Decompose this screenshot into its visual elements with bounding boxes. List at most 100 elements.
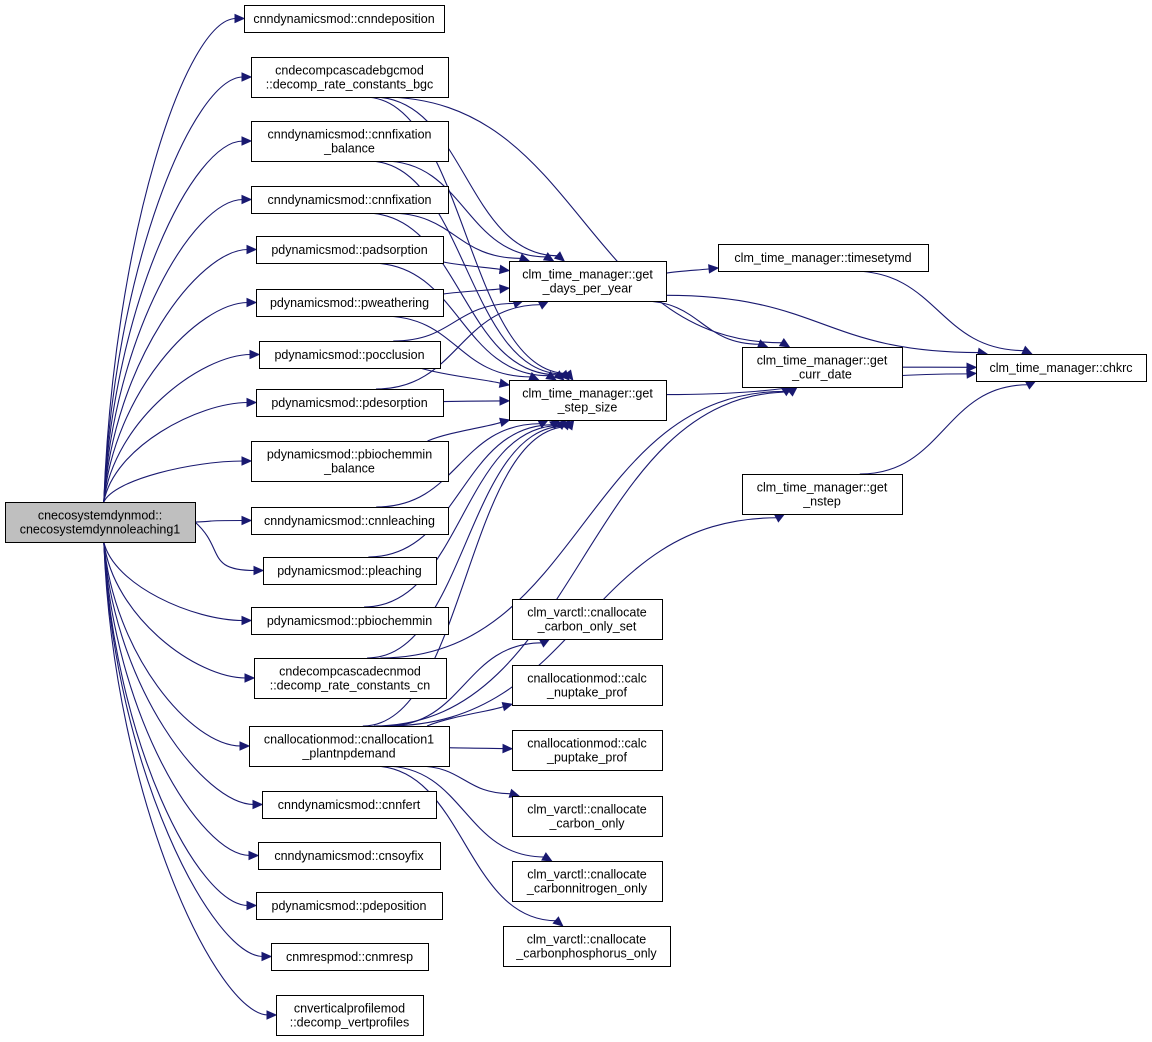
arrowhead-pbiochem_bal-to-step_size (499, 417, 511, 427)
node-box (251, 607, 449, 635)
node-box (251, 121, 449, 162)
node-step-size[interactable]: clm_time_manager::get_step_size (509, 380, 667, 421)
node-timesetymd[interactable]: clm_time_manager::timesetymd (718, 244, 929, 272)
node-cnmresp[interactable]: cnmrespmod::cnmresp (271, 943, 429, 971)
arrowhead-pweathering-to-days_per_year (499, 284, 511, 294)
node-pdeposition[interactable]: pdynamicsmod::pdeposition (256, 892, 443, 920)
edge-root-to-pocclusion (103, 353, 252, 503)
arrowhead-root-to-pdeposition (246, 900, 258, 911)
node-box (512, 730, 663, 771)
node-cnnfert[interactable]: cnndynamicsmod::cnnfert (262, 791, 437, 819)
node-cnnfix[interactable]: cnndynamicsmod::cnnfixation (251, 186, 449, 214)
edge-root-to-pbiochem_bal (103, 460, 244, 503)
node-cnalloc1[interactable]: cnallocationmod::cnallocation1_plantnpde… (249, 726, 450, 767)
edge-padsorption-to-step_size (370, 262, 550, 377)
node-label: cnecosystemdynnoleaching1 (20, 522, 181, 536)
node-label: cnallocationmod::calc (527, 671, 647, 685)
arrowhead-root-to-pbiochemmin (241, 615, 253, 626)
node-puptake[interactable]: cnallocationmod::calc_puptake_prof (512, 730, 663, 771)
edge-cnnfix-to-days_per_year (388, 212, 522, 259)
node-nuptake[interactable]: cnallocationmod::calc_nuptake_prof (512, 665, 663, 706)
edge-timesetymd-to-chkrc (852, 270, 1025, 352)
arrowhead-root-to-pbiochem_bal (241, 456, 253, 466)
edge-cnnfix-to-step_size (365, 212, 558, 376)
edge-days_per_year-to-timesetymd (665, 268, 711, 274)
node-box (976, 354, 1147, 382)
edge-nstep-to-chkrc (859, 384, 1029, 475)
node-box (718, 244, 929, 272)
arrowhead-cnalloc1-to-nstep (773, 513, 786, 523)
arrowhead-root-to-cnnfix (241, 194, 253, 205)
node-label: pdynamicsmod::pweathering (270, 296, 429, 310)
node-box (244, 5, 445, 33)
node-box (254, 658, 447, 699)
edge-root-to-padsorption (103, 248, 249, 503)
node-label: clm_time_manager::get (522, 267, 653, 281)
arrowhead-cnnfix_bal-to-step_size (559, 369, 570, 381)
node-box (251, 507, 449, 535)
edge-root-to-pdeposition (103, 541, 249, 907)
node-label: ::decomp_rate_constants_cn (270, 678, 431, 692)
node-pbiochem-bal[interactable]: pdynamicsmod::pbiochemmin_balance (251, 441, 449, 482)
node-decomp-bgc[interactable]: cndecompcascadebgcmod::decomp_rate_const… (251, 57, 449, 98)
edge-days_per_year-to-curr_date (642, 300, 760, 345)
edge-root-to-pdesorption (103, 401, 249, 503)
node-label: clm_varctl::cnallocate (527, 802, 647, 816)
arrowhead-cnnfix_bal-to-days_per_year (542, 252, 555, 262)
arrowhead-cnalloc1-to-nuptake (501, 701, 514, 712)
node-days-per-year[interactable]: clm_time_manager::get_days_per_year (509, 261, 667, 302)
edge-pweathering-to-step_size (382, 315, 532, 378)
node-cnndeposition[interactable]: cnndynamicsmod::cnndeposition (244, 5, 445, 33)
node-box (742, 347, 903, 388)
node-chkrc[interactable]: clm_time_manager::chkrc (976, 354, 1147, 382)
node-pweathering[interactable]: pdynamicsmod::pweathering (256, 289, 444, 317)
node-root[interactable]: cnecosystemdynmod::cnecosystemdynnoleach… (5, 502, 196, 543)
node-carbon-only-set[interactable]: clm_varctl::cnallocate_carbon_only_set (512, 599, 663, 640)
edge-root-to-pleaching (194, 521, 256, 572)
node-label: _curr_date (791, 367, 852, 381)
node-label: cnndynamicsmod::cnsoyfix (274, 849, 424, 863)
edge-decomp_bgc-to-step_size (364, 96, 569, 375)
node-box (256, 289, 444, 317)
node-nstep[interactable]: clm_time_manager::get_nstep (742, 474, 903, 515)
node-cp-only[interactable]: clm_varctl::cnallocate_carbonphosphorus_… (503, 926, 671, 967)
edge-root-to-cnnleaching (194, 519, 244, 523)
edge-decomp_bgc-to-days_per_year (372, 96, 559, 257)
arrowhead-pdesorption-to-step_size (499, 396, 511, 406)
arrowhead-root-to-pdesorption (246, 397, 258, 408)
arrowhead-root-to-cnndeposition (234, 13, 246, 24)
edge-cnnfix_bal-to-days_per_year (383, 160, 547, 258)
node-label: pdynamicsmod::padsorption (271, 243, 427, 257)
arrowhead-root-to-cnmresp (261, 951, 273, 962)
node-label: clm_time_manager::get (757, 353, 888, 367)
node-cn-only[interactable]: clm_varctl::cnallocate_carbonnitrogen_on… (512, 861, 663, 902)
node-decomp-cn[interactable]: cndecompcascadecnmod::decomp_rate_consta… (254, 658, 447, 699)
edge-pleaching-to-step_size (368, 424, 554, 558)
node-cnnfix-bal[interactable]: cnndynamicsmod::cnnfixation_balance (251, 121, 449, 162)
node-curr-date[interactable]: clm_time_manager::get_curr_date (742, 347, 903, 388)
node-padsorption[interactable]: pdynamicsmod::padsorption (256, 236, 444, 264)
node-label: _carbonphosphorus_only (515, 946, 657, 960)
node-label: cnndynamicsmod::cnndeposition (253, 12, 434, 26)
node-carbon-only[interactable]: clm_varctl::cnallocate_carbon_only (512, 796, 663, 837)
arrowhead-root-to-pleaching (253, 565, 265, 576)
node-pleaching[interactable]: pdynamicsmod::pleaching (263, 557, 437, 585)
node-cnsoyfix[interactable]: cnndynamicsmod::cnsoyfix (258, 842, 441, 870)
node-pdesorption[interactable]: pdynamicsmod::pdesorption (256, 389, 444, 417)
edge-root-to-cnnfert (103, 541, 255, 806)
node-cnnleaching[interactable]: cnndynamicsmod::cnnleaching (251, 507, 449, 535)
arrowhead-root-to-vertprof (266, 1010, 278, 1020)
node-label: _puptake_prof (546, 750, 627, 764)
node-label: cnecosystemdynmod:: (38, 508, 162, 522)
node-pocclusion[interactable]: pdynamicsmod::pocclusion (259, 341, 441, 369)
node-vertprof[interactable]: cnverticalprofilemod::decomp_vertprofile… (276, 995, 424, 1036)
edge-root-to-cnsoyfix (103, 541, 251, 857)
arrowhead-cnalloc1-to-step_size (564, 418, 575, 431)
edge-cnalloc1-to-carbon_only (416, 765, 512, 795)
node-box (251, 57, 449, 98)
node-pbiochemmin[interactable]: pdynamicsmod::pbiochemmin (251, 607, 449, 635)
edge-root-to-pweathering (103, 301, 249, 503)
edge-cnalloc1-to-carbon_only_set (386, 642, 543, 727)
node-box (512, 796, 663, 837)
